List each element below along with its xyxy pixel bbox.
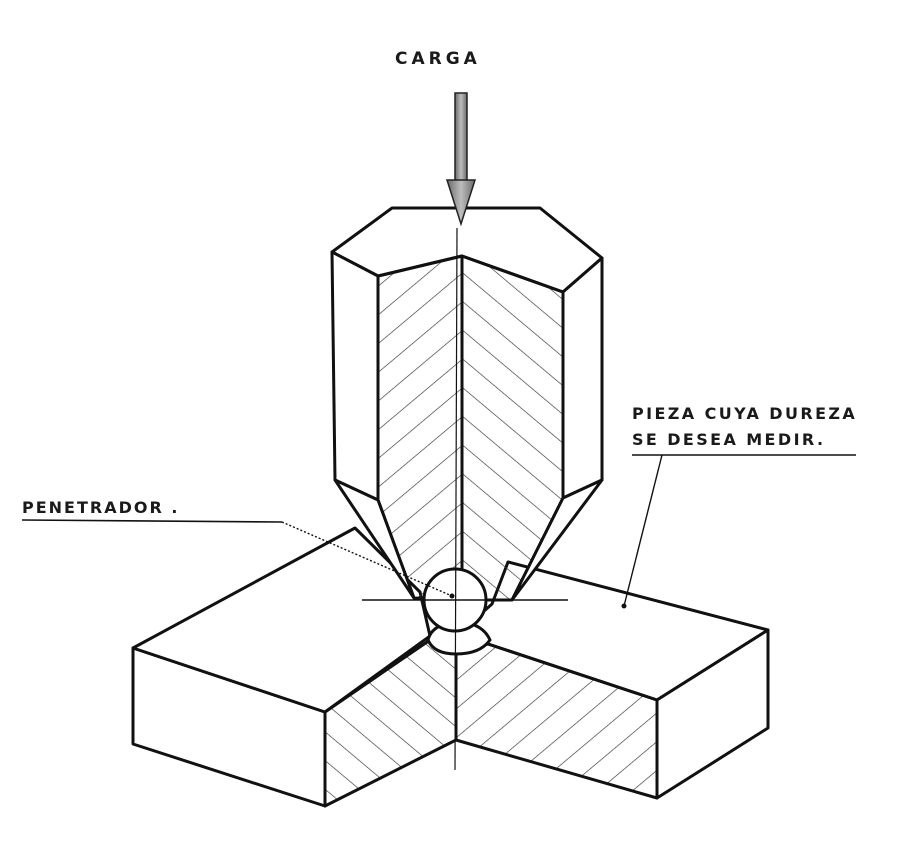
indenter-leader — [281, 521, 453, 597]
load-arrow — [445, 92, 477, 227]
indenter-label-underline — [21, 519, 283, 523]
holder-cone-left — [333, 478, 416, 600]
indenter-label: PENETRADOR . — [22, 498, 180, 517]
holder-cone-right — [510, 478, 604, 602]
workpiece-label-line1: PIEZA CUYA DUREZA — [632, 404, 858, 423]
workpiece-left-top-face — [131, 526, 432, 714]
indenter-holder — [330, 206, 604, 602]
leader-lines — [21, 454, 856, 609]
workpiece-label-line2: SE DESEA MEDIR. — [632, 430, 826, 449]
workpiece-leader — [623, 454, 663, 607]
holder-left-face — [330, 250, 380, 502]
workpiece-section — [323, 638, 659, 808]
load-label: CARGA — [395, 49, 481, 69]
workpiece — [131, 526, 770, 808]
holder-right-face — [561, 256, 604, 500]
workpiece-label: PIEZA CUYA DUREZA SE DESEA MEDIR. — [632, 401, 857, 453]
center-axis — [454, 227, 458, 771]
